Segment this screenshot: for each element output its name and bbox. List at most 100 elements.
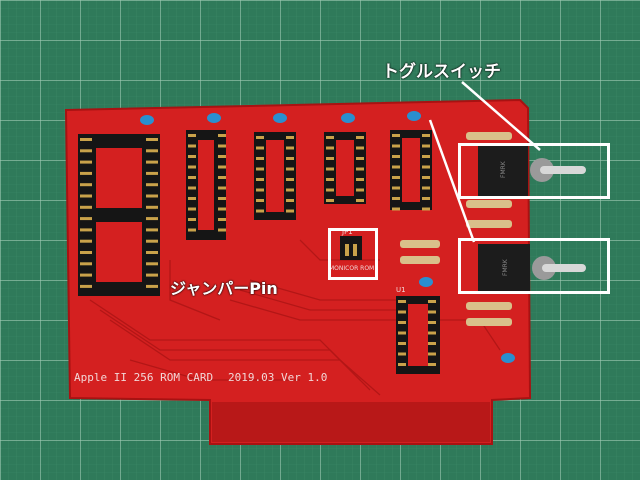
socket-pin <box>146 138 158 141</box>
socket-pin <box>80 262 92 266</box>
socket-pin <box>286 209 294 213</box>
socket-pin <box>392 197 400 200</box>
socket-pin <box>398 331 406 335</box>
socket-pin <box>80 228 92 232</box>
toggle-switch-annotation: トグルスイッチ <box>382 62 501 82</box>
socket-pin <box>286 146 294 150</box>
jumper-pin-annotation: ジャンパーPin <box>170 279 278 298</box>
socket-pin <box>422 134 430 137</box>
socket-pin <box>218 197 226 200</box>
edge-connector <box>212 402 490 442</box>
socket-pin <box>218 176 226 179</box>
socket-pin <box>326 136 334 139</box>
socket-pin <box>80 273 92 277</box>
socket-pin <box>218 218 226 221</box>
socket-pin <box>188 165 196 169</box>
socket-pin <box>146 262 158 266</box>
socket-pin <box>188 186 196 190</box>
switch-marking-2: FMRK <box>502 258 509 276</box>
ic-socket-1 <box>186 130 226 240</box>
socket-pin <box>398 300 406 303</box>
socket-pin <box>356 136 364 139</box>
socket-pin <box>146 239 158 243</box>
socket-pin <box>286 199 294 202</box>
toggle-switch-1-highlight <box>458 143 610 199</box>
resistors <box>400 132 512 326</box>
socket-pin <box>188 176 196 179</box>
toggle-switch-2 <box>478 244 586 292</box>
socket-pin <box>398 352 406 356</box>
socket-pin <box>188 144 196 148</box>
toggle-switch-1 <box>478 144 586 196</box>
ic-socket-large <box>78 134 160 296</box>
switch-marking-1: FMRK <box>500 160 507 178</box>
socket-pin <box>422 155 430 158</box>
socket-pin <box>428 300 436 303</box>
socket-pin <box>392 186 400 190</box>
silkscreen-title: Apple II 256 ROM CARD <box>74 371 213 384</box>
annotation-pointer-line <box>461 81 541 151</box>
socket-pin <box>256 199 264 202</box>
socket-pin <box>356 199 364 202</box>
socket-pin <box>80 171 92 175</box>
socket-pin <box>286 188 294 192</box>
jumper-ref-label: JP1 <box>341 228 353 236</box>
socket-pin <box>256 209 264 213</box>
socket-pin <box>218 228 226 232</box>
socket-pin <box>80 251 92 254</box>
ic-socket-4 <box>390 130 432 210</box>
socket-pin <box>422 176 430 179</box>
socket-pin <box>428 342 436 345</box>
socket-pin <box>218 186 226 190</box>
socket-pin <box>146 273 158 277</box>
socket-pin <box>326 146 334 150</box>
socket-pin <box>146 194 158 198</box>
socket-pin <box>80 160 92 164</box>
socket-pin <box>326 167 334 171</box>
socket-pin <box>256 146 264 150</box>
silkscreen-version: 2019.03 Ver 1.0 <box>228 371 327 384</box>
socket-pin <box>428 331 436 335</box>
socket-pin <box>398 342 406 345</box>
socket-pin <box>398 363 406 366</box>
socket-pin <box>146 217 158 221</box>
ic-ref-u1: U1 <box>396 286 406 294</box>
socket-pin <box>80 239 92 243</box>
socket-pin <box>218 134 226 137</box>
socket-pin <box>286 167 294 171</box>
socket-pin <box>80 149 92 153</box>
socket-pin <box>146 228 158 232</box>
socket-pin <box>392 176 400 179</box>
socket-pin <box>398 310 406 314</box>
socket-pin <box>356 167 364 171</box>
socket-pin <box>188 218 196 221</box>
capacitors <box>140 111 515 363</box>
socket-pin <box>392 134 400 137</box>
socket-pin <box>256 157 264 160</box>
socket-pin <box>392 155 400 158</box>
socket-pin <box>256 178 264 181</box>
jumper-pin-highlight <box>328 228 378 280</box>
socket-pin <box>392 165 400 169</box>
socket-pin <box>422 197 430 200</box>
socket-pin <box>422 207 430 211</box>
socket-pin <box>398 321 406 324</box>
socket-pin <box>218 207 226 211</box>
socket-pin <box>286 178 294 181</box>
socket-pin <box>146 284 158 288</box>
socket-pin <box>80 205 92 209</box>
socket-pin <box>188 197 196 200</box>
socket-pin <box>326 188 334 192</box>
socket-pin <box>218 144 226 148</box>
socket-pin <box>326 199 334 202</box>
socket-pin <box>326 157 334 160</box>
socket-pin <box>146 251 158 254</box>
socket-pin <box>422 186 430 190</box>
socket-pin <box>326 178 334 181</box>
socket-pin <box>256 188 264 192</box>
socket-pin <box>188 134 196 137</box>
socket-pin <box>80 217 92 221</box>
socket-pin <box>256 136 264 139</box>
socket-pin <box>80 284 92 288</box>
socket-pin <box>188 155 196 158</box>
